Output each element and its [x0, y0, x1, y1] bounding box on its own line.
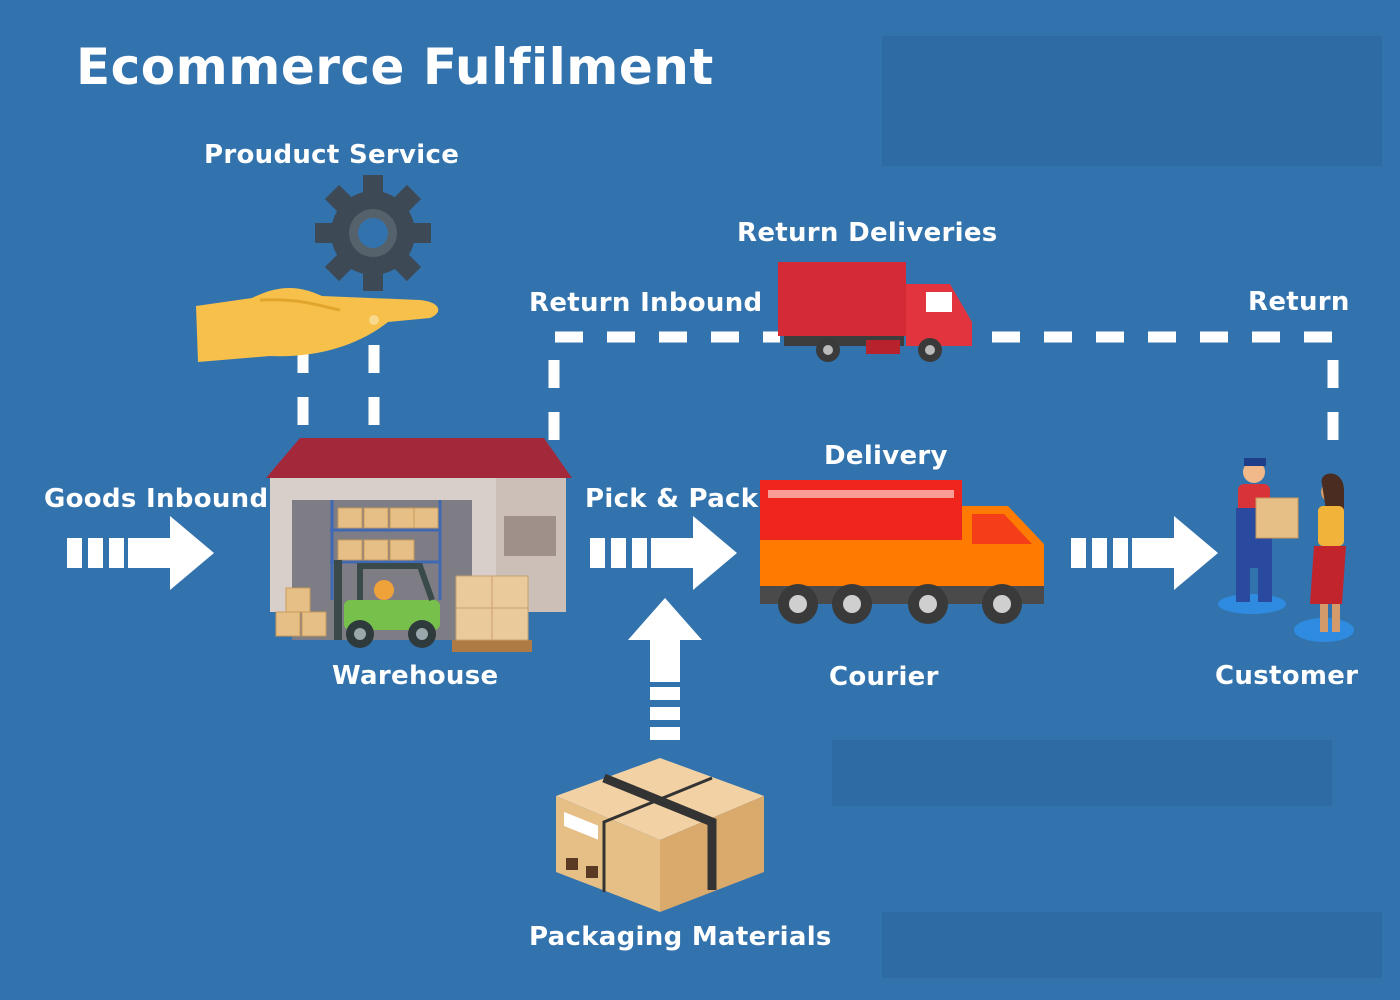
courier-label: Courier [829, 662, 939, 692]
middle-right-panel [832, 740, 1332, 806]
return-label: Return [1248, 287, 1350, 317]
pick-pack-label: Pick & Pack [585, 484, 759, 514]
pick-pack-arrow [590, 516, 737, 590]
to-customer-arrow [1071, 516, 1218, 590]
return-deliveries-label: Return Deliveries [737, 218, 998, 248]
customer-label: Customer [1215, 661, 1359, 691]
goods-inbound-arrow [67, 516, 214, 590]
return-loop-connector [548, 331, 1339, 455]
hand-icon [196, 288, 439, 362]
product-service-connector [297, 345, 380, 438]
goods-inbound-label: Goods Inbound [44, 484, 269, 514]
package-icon [556, 758, 764, 912]
product-service-label: Prouduct Service [204, 140, 460, 170]
page-title: Ecommerce Fulfilment [76, 38, 714, 96]
packaging-up-arrow [628, 598, 702, 740]
return-truck-icon [778, 262, 972, 362]
gear-icon [315, 175, 431, 291]
packaging-materials-label: Packaging Materials [529, 922, 832, 952]
courier-truck-icon [760, 480, 1044, 624]
delivery-label: Delivery [824, 441, 948, 471]
top-right-panel [882, 36, 1382, 166]
warehouse-label: Warehouse [332, 661, 499, 691]
customer-icon [1218, 458, 1354, 642]
bottom-right-panel [882, 912, 1382, 978]
warehouse-icon [266, 438, 572, 652]
return-inbound-label: Return Inbound [529, 288, 763, 318]
